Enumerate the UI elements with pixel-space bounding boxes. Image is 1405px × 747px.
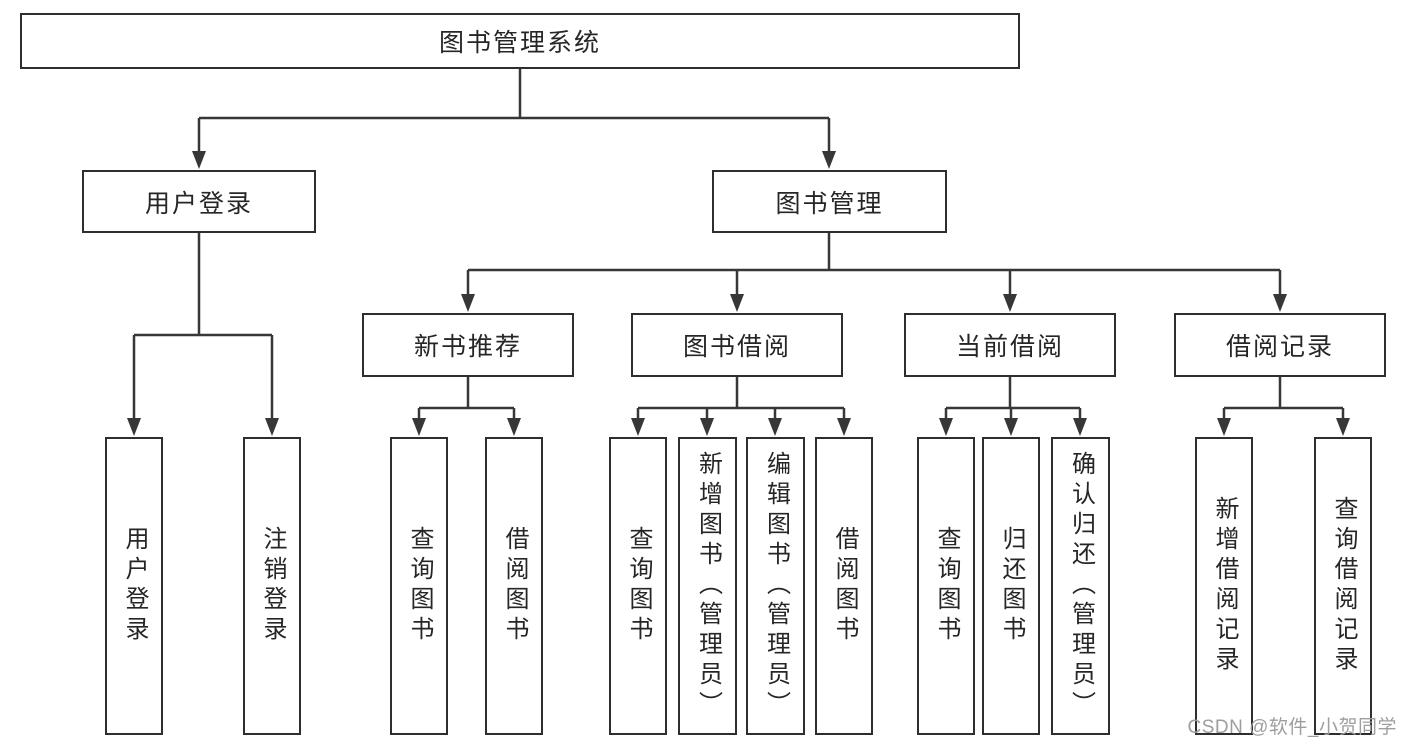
node-library-system: 图书管理系统 — [20, 13, 1020, 69]
node-label: 图书借阅 — [682, 333, 791, 361]
leaf-query-books-current: 查询图书 — [917, 437, 975, 735]
leaf-label: 注销登录 — [259, 526, 286, 646]
node-book-borrowing: 图书借阅 — [631, 313, 843, 377]
leaf-logout: 注销登录 — [243, 437, 301, 735]
leaf-edit-book-admin: 编辑图书（管理员） — [746, 437, 805, 735]
node-new-book-recommendation: 新书推荐 — [362, 313, 574, 377]
node-label: 借阅记录 — [1225, 333, 1334, 361]
leaf-add-book-admin: 新增图书（管理员） — [678, 437, 737, 735]
leaf-user-login: 用户登录 — [105, 437, 163, 735]
node-label: 图书管理 — [775, 189, 884, 218]
leaf-return-book: 归还图书 — [982, 437, 1040, 735]
leaf-label: 查询图书 — [933, 526, 960, 646]
node-borrowing-records: 借阅记录 — [1174, 313, 1386, 377]
leaf-label: 借阅图书 — [501, 526, 528, 646]
leaf-label: 借阅图书 — [831, 526, 858, 646]
leaf-query-books-borrowing: 查询图书 — [609, 437, 667, 735]
leaf-borrow-books-recommend: 借阅图书 — [485, 437, 543, 735]
leaf-query-books-recommend: 查询图书 — [390, 437, 448, 735]
leaf-confirm-return-admin: 确认归还（管理员） — [1051, 437, 1110, 735]
leaf-label: 编辑图书（管理员） — [762, 451, 790, 721]
node-user-login: 用户登录 — [82, 170, 316, 233]
node-label: 用户登录 — [144, 189, 253, 218]
leaf-label: 确认归还（管理员） — [1067, 451, 1095, 721]
leaf-label: 查询图书 — [625, 526, 652, 646]
csdn-watermark: CSDN @软件_小贺同学 — [1187, 717, 1397, 738]
leaf-label: 查询图书 — [406, 526, 433, 646]
leaf-label: 归还图书 — [998, 526, 1025, 646]
leaf-label: 用户登录 — [121, 526, 148, 646]
node-label: 新书推荐 — [413, 333, 522, 361]
leaf-borrow-books: 借阅图书 — [815, 437, 873, 735]
leaf-label: 新增图书（管理员） — [694, 451, 722, 721]
node-label: 当前借阅 — [955, 333, 1064, 361]
leaf-query-borrow-record: 查询借阅记录 — [1314, 437, 1372, 735]
node-book-management: 图书管理 — [712, 170, 947, 233]
leaf-label: 新增借阅记录 — [1211, 496, 1238, 676]
leaf-label: 查询借阅记录 — [1330, 496, 1357, 676]
node-label: 图书管理系统 — [438, 29, 601, 57]
node-current-borrowing: 当前借阅 — [904, 313, 1116, 377]
leaf-add-borrow-record: 新增借阅记录 — [1195, 437, 1253, 735]
